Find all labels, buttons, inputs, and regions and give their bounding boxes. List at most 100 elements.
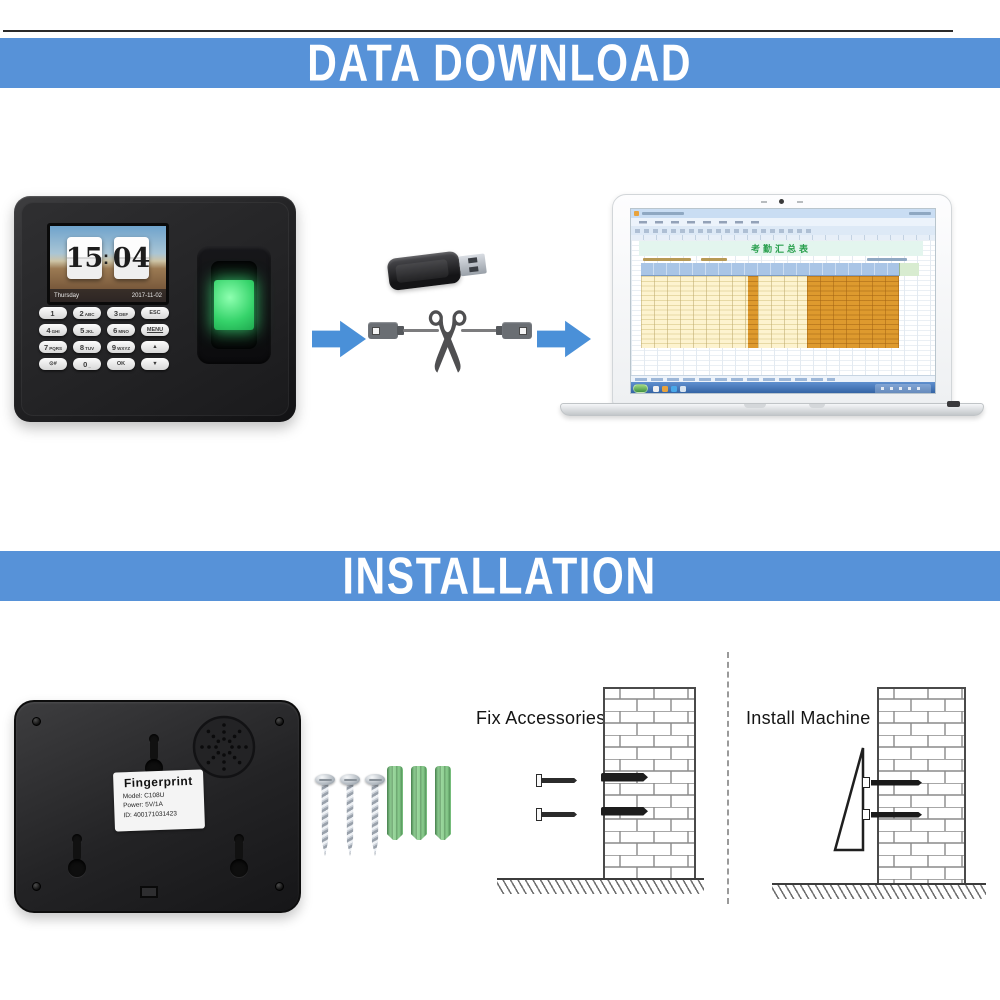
usb-drive-body: [386, 250, 462, 292]
spreadsheet-title: 考勤汇总表: [750, 244, 811, 254]
sensor-green-light: [214, 280, 254, 330]
flow-arrow-icon-1: [312, 320, 366, 358]
label-model: Model: C108U: [122, 791, 165, 800]
machine-side-profile: [833, 747, 865, 852]
screen-status-bar: Thursday 2017-11-02: [50, 289, 166, 302]
excel-app-icon: [634, 211, 639, 216]
ground-hatch-right: [772, 883, 986, 903]
laptop-display: 考勤汇总表: [630, 208, 936, 394]
taskbar-icon: [680, 385, 686, 392]
fingerprint-sensor: [197, 246, 271, 364]
screen-date: 2017-11-02: [131, 292, 162, 299]
start-button: [633, 384, 648, 393]
spreadsheet-column-headers: [631, 235, 935, 240]
flip-clock-colon: :: [103, 248, 109, 268]
flip-clock-hours: 15: [66, 237, 103, 279]
sheet-tabs-bar: [631, 375, 935, 382]
device-spec-label: Fingerprint Model: C108U Power: 5V/1A ID…: [112, 769, 206, 832]
installation-title: INSTALLATION: [342, 546, 658, 606]
key-1: 1: [39, 307, 67, 319]
diagram-screw-head: [536, 774, 542, 787]
installation-banner: INSTALLATION: [0, 547, 1000, 605]
wall-anchor: [387, 766, 403, 840]
key-ok: OK: [107, 358, 135, 370]
wall-anchor: [435, 766, 451, 840]
usb-plug-right: [502, 322, 532, 339]
spreadsheet-titlebar: [631, 209, 935, 218]
speaker-grille: [192, 715, 256, 779]
diagram-bolt: [871, 780, 922, 786]
label-power: Power: 5V/1A: [123, 800, 164, 810]
usb-dongle-in-laptop: [947, 401, 960, 407]
fix-accessories-label: Fix Accessories: [476, 708, 606, 728]
top-border-line: [3, 30, 953, 32]
diagram-screw-shaft: [542, 812, 577, 817]
cable-left: [403, 329, 439, 332]
laptop: 考勤汇总表: [612, 194, 952, 406]
usb-plug-left: [368, 322, 398, 339]
spreadsheet-title-band: 考勤汇总表: [639, 241, 923, 256]
cable-right: [461, 329, 497, 332]
scissors-icon: ✂: [397, 306, 495, 378]
anchor-in-wall: [601, 807, 648, 816]
diagram-screw-shaft: [542, 778, 577, 783]
usb-drive-connector: [458, 253, 487, 277]
label-id: ID: 400171031423: [123, 809, 178, 819]
taskbar-icon: [662, 385, 668, 392]
flip-clock-minutes: 04: [113, 237, 150, 279]
screen-weekday: Thursday: [54, 292, 80, 299]
flow-arrow-icon-2: [537, 320, 591, 358]
spreadsheet-menubar: [631, 218, 935, 226]
dashed-divider: [727, 652, 729, 904]
corner-screw: [32, 882, 41, 891]
diagram-screw-head: [536, 808, 542, 821]
taskbar-icon: [671, 385, 677, 392]
diagram-washer: [862, 777, 870, 788]
ground-hatch-left: [497, 878, 704, 898]
key-up-arrow: ▲: [141, 341, 169, 353]
mounting-screw: [364, 774, 386, 858]
data-download-banner: DATA DOWNLOAD: [0, 34, 1000, 92]
key-power-hash: ⊙#: [39, 358, 67, 370]
anchor-in-wall: [601, 773, 648, 782]
wall-anchor: [411, 766, 427, 840]
diagram-washer: [862, 809, 870, 820]
table-data-yellow: [641, 276, 807, 348]
corner-screw: [275, 717, 284, 726]
table-header-green-cell: [899, 263, 919, 276]
label-title: Fingerprint: [123, 773, 193, 791]
bottom-port-slot: [140, 886, 158, 898]
taskbar-icon: [653, 385, 659, 392]
key-down-arrow: ▼: [141, 358, 169, 370]
data-download-title: DATA DOWNLOAD: [307, 33, 693, 93]
mounting-screw: [314, 774, 336, 858]
corner-screw: [32, 717, 41, 726]
table-header-row: [641, 263, 899, 276]
laptop-base: [560, 403, 984, 416]
corner-screw: [275, 882, 284, 891]
diagram-bolt: [871, 812, 922, 818]
spreadsheet-toolbar: [631, 226, 935, 235]
machine-display-screen: 15 : 04 Thursday 2017-11-02: [47, 223, 169, 305]
key-esc: ESC: [141, 307, 169, 319]
system-tray: [875, 383, 931, 393]
brick-wall-left: [603, 687, 696, 880]
table-orange-column: [748, 276, 758, 348]
mounting-screw: [339, 774, 361, 858]
mounting-keyhole-left: [66, 834, 88, 880]
mounting-keyhole-right: [228, 834, 250, 880]
usb-cable-cut-illustration: ✂: [362, 300, 538, 395]
key-menu: MENU: [141, 324, 169, 336]
usb-flash-drive: [386, 241, 493, 297]
